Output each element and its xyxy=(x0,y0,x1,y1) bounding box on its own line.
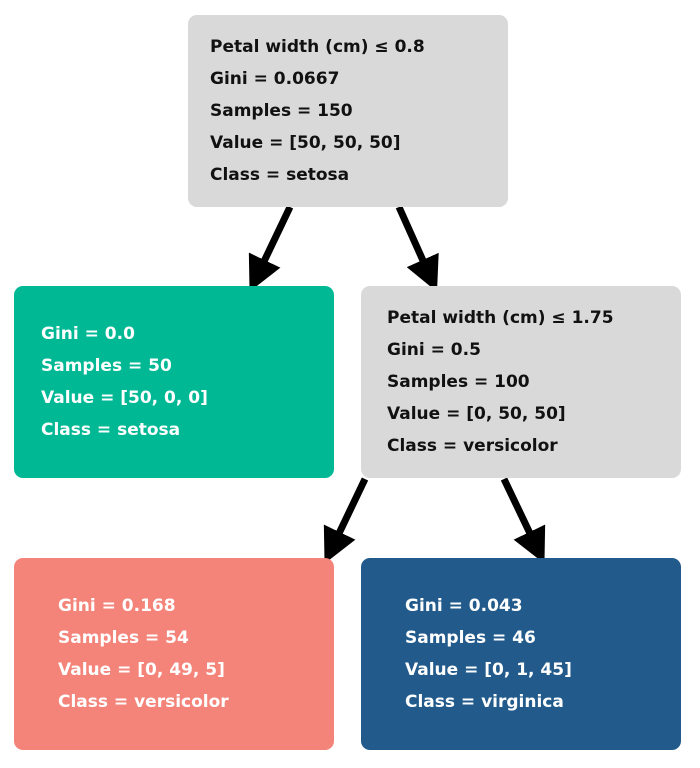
gini-value: Gini = 0.5 xyxy=(387,340,481,360)
samples-value: Samples = 46 xyxy=(405,628,536,648)
tree-node-leaf-left: Gini = 0.168 Samples = 54 Value = [0, 49… xyxy=(14,558,334,750)
class-label: Class = versicolor xyxy=(58,692,229,712)
split-condition: Petal width (cm) ≤ 0.8 xyxy=(210,37,425,57)
gini-value: Gini = 0.0 xyxy=(41,324,135,344)
edge-root-to-right xyxy=(395,205,439,292)
class-label: Class = setosa xyxy=(210,165,350,185)
class-distribution: Value = [0, 49, 5] xyxy=(58,660,225,680)
samples-value: Samples = 100 xyxy=(387,372,530,392)
tree-node-right: Petal width (cm) ≤ 1.75 Gini = 0.5 Sampl… xyxy=(361,286,681,478)
gini-value: Gini = 0.0667 xyxy=(210,69,340,89)
split-condition: Petal width (cm) ≤ 1.75 xyxy=(387,308,614,328)
class-distribution: Value = [50, 0, 0] xyxy=(41,388,208,408)
gini-value: Gini = 0.168 xyxy=(58,596,176,616)
gini-value: Gini = 0.043 xyxy=(405,596,523,616)
samples-value: Samples = 54 xyxy=(58,628,189,648)
tree-node-root: Petal width (cm) ≤ 0.8 Gini = 0.0667 Sam… xyxy=(188,15,508,207)
class-distribution: Value = [50, 50, 50] xyxy=(210,133,401,153)
class-label: Class = virginica xyxy=(405,692,564,712)
class-label: Class = setosa xyxy=(41,420,181,440)
class-distribution: Value = [0, 1, 45] xyxy=(405,660,572,680)
edge-right-to-leaf-left xyxy=(323,477,369,564)
edge-root-to-left xyxy=(248,205,294,292)
tree-node-leaf-right: Gini = 0.043 Samples = 46 Value = [0, 1,… xyxy=(361,558,681,750)
tree-node-left: Gini = 0.0 Samples = 50 Value = [50, 0, … xyxy=(14,286,334,478)
edge-right-to-leaf-right xyxy=(500,477,546,564)
class-distribution: Value = [0, 50, 50] xyxy=(387,404,566,424)
samples-value: Samples = 50 xyxy=(41,356,172,376)
class-label: Class = versicolor xyxy=(387,436,558,456)
samples-value: Samples = 150 xyxy=(210,101,353,121)
